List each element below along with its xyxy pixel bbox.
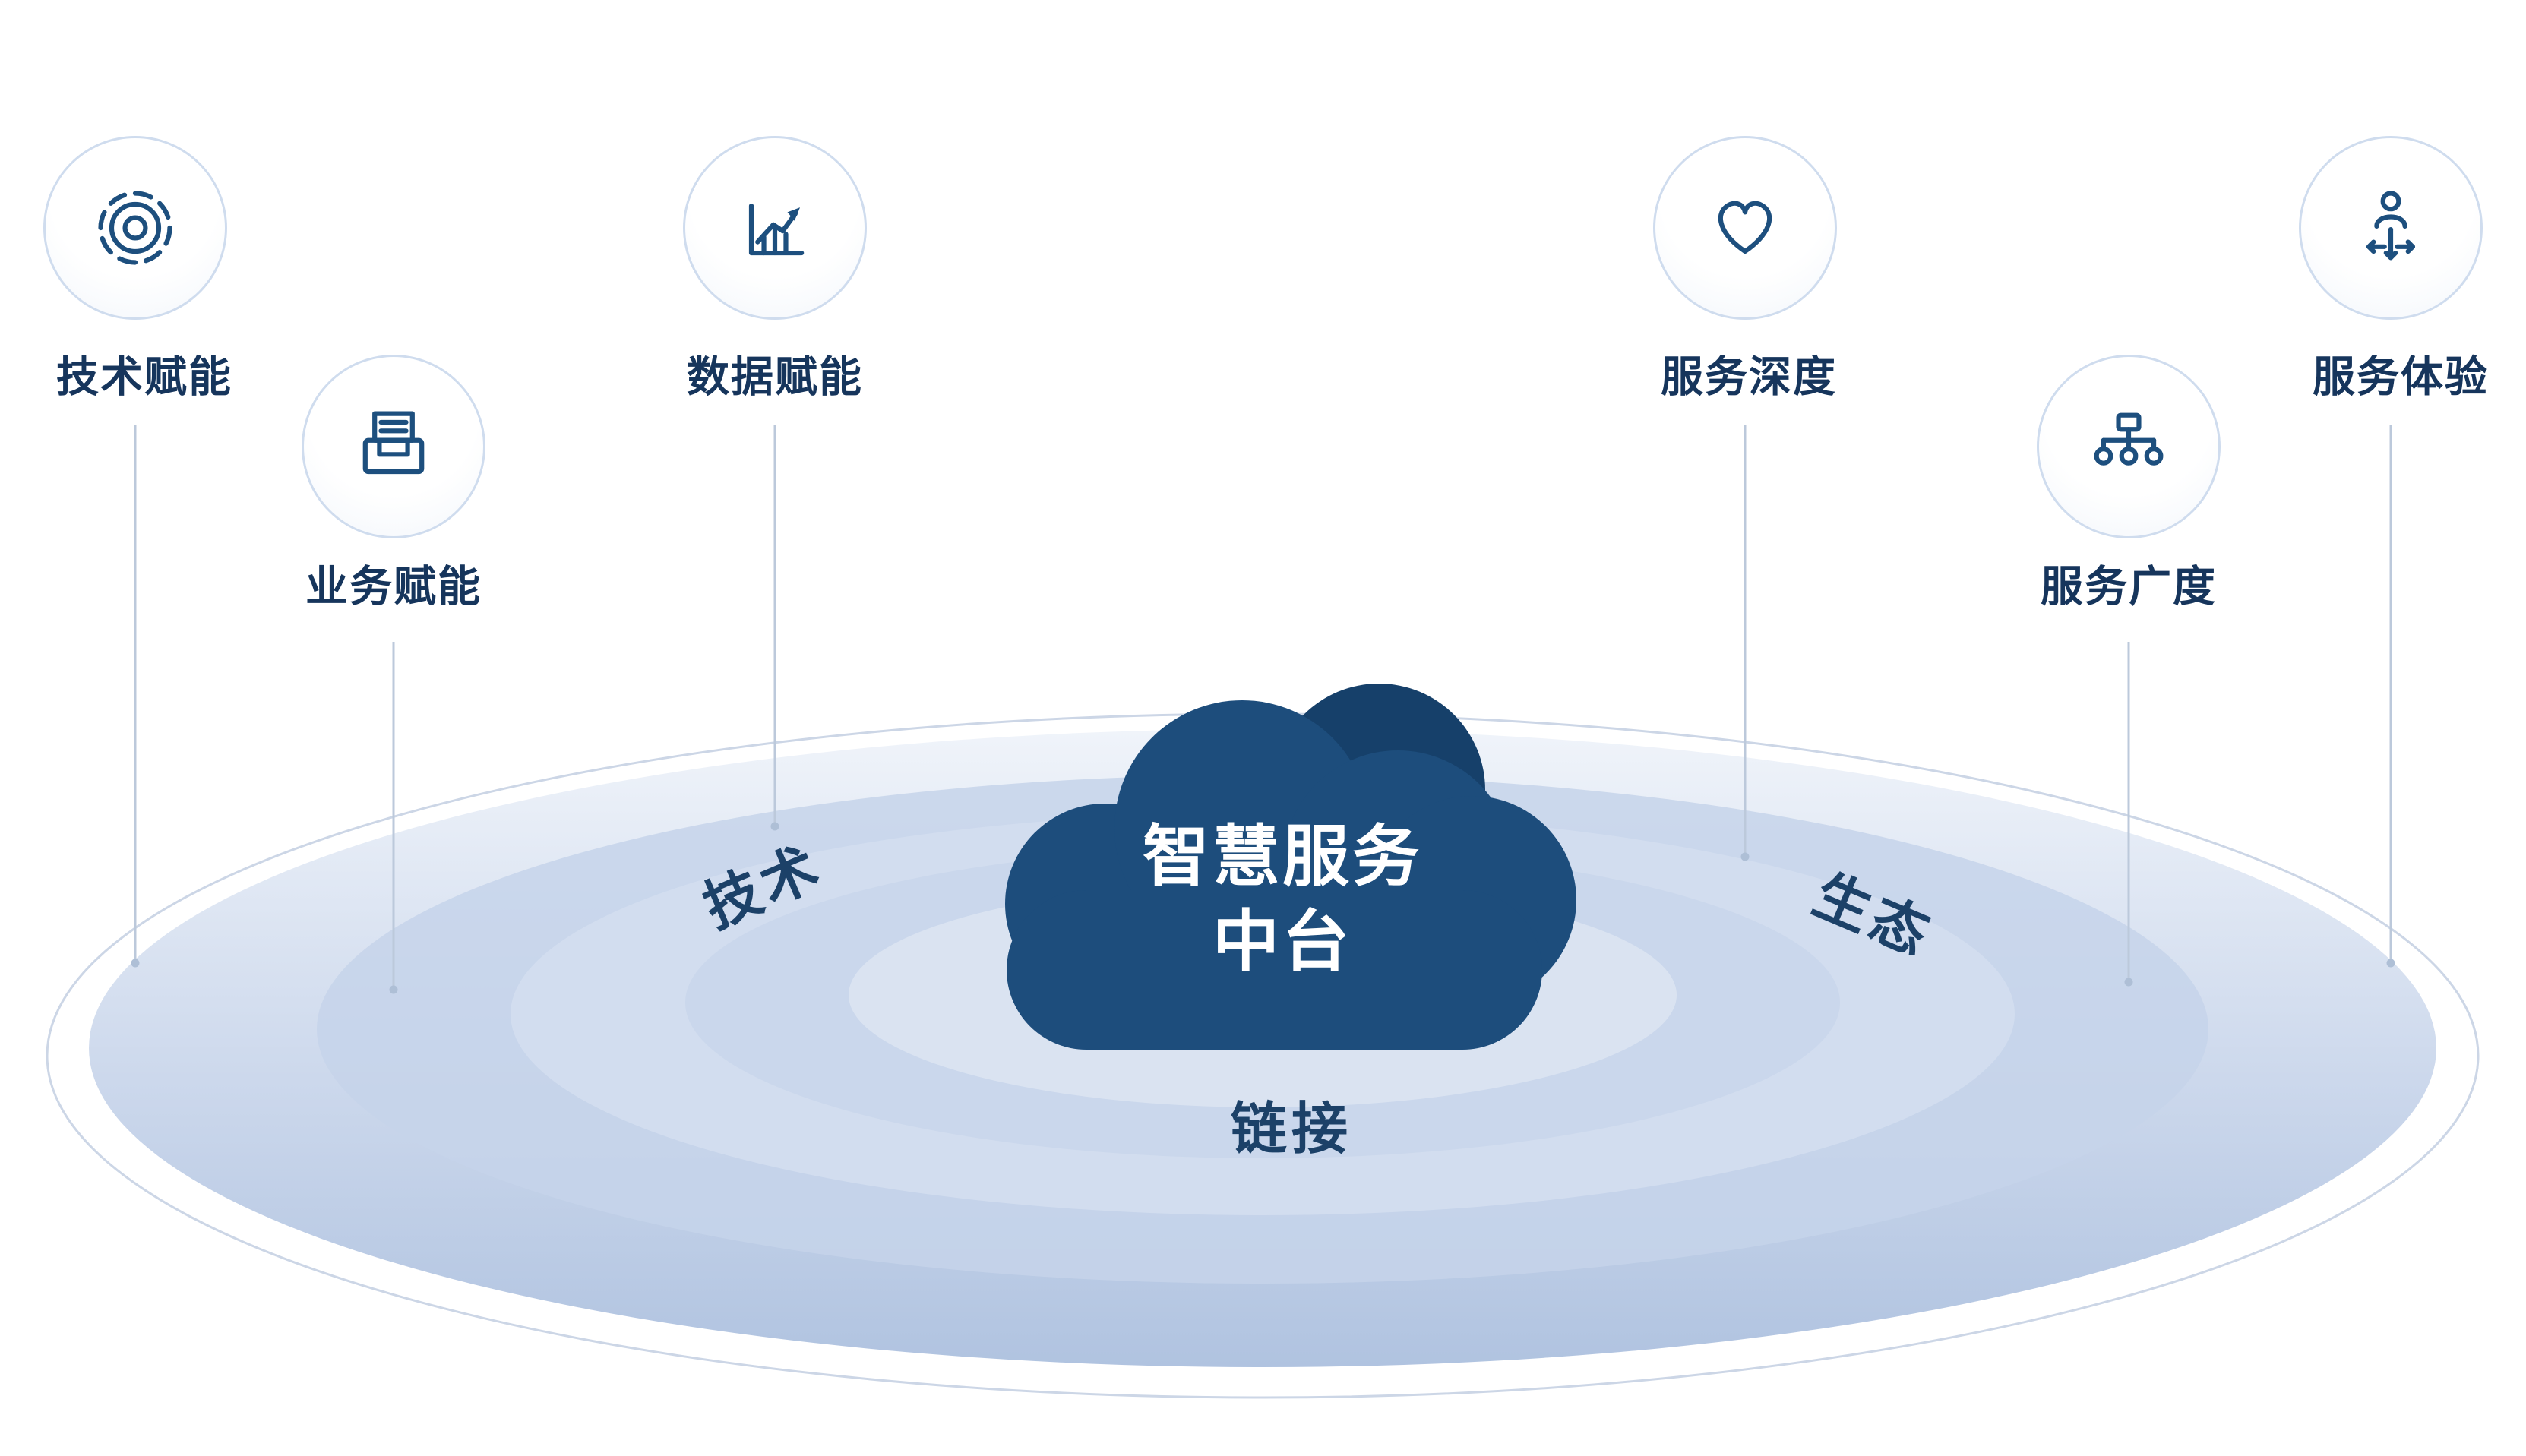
node-label-data-empower: 数据赋能 (687, 352, 863, 403)
connector-dot-service-breadth (2124, 978, 2133, 987)
printer-icon (362, 411, 425, 475)
node-circle-business-empower (302, 355, 485, 538)
chart-growth-icon (748, 203, 805, 256)
connector-dot-business-empower (389, 985, 398, 994)
connector-dot-service-experience (2386, 959, 2395, 968)
node-label-business-empower: 业务赋能 (305, 562, 482, 612)
gear-icon (98, 191, 172, 265)
cloud-title-line2: 中台 (1212, 902, 1353, 981)
connector-tech-empower (134, 425, 137, 961)
connector-service-experience (2389, 425, 2392, 961)
node-label-service-experience: 服务体验 (2313, 352, 2489, 403)
connector-dot-service-depth (1740, 852, 1750, 861)
cloud-title: 智慧服务 中台 (1143, 814, 1422, 984)
heart-icon (1718, 201, 1772, 254)
node-label-tech-empower: 技术赋能 (56, 352, 232, 403)
connector-data-empower (773, 425, 776, 824)
sitemap-icon (2094, 412, 2164, 466)
node-circle-service-depth (1653, 136, 1837, 320)
connector-dot-data-empower (770, 822, 779, 831)
node-label-service-breadth: 服务广度 (2041, 562, 2217, 612)
cloud-title-line1: 智慧服务 (1142, 817, 1423, 895)
connector-service-breadth (2127, 642, 2130, 980)
node-label-service-depth: 服务深度 (1661, 352, 1837, 403)
connector-service-depth (1744, 425, 1747, 854)
connector-dot-tech-empower (131, 959, 140, 968)
node-circle-tech-empower (43, 136, 227, 320)
connector-business-empower (392, 642, 395, 987)
person-directions-icon (2366, 191, 2416, 261)
ring-label-link: 链接 (1231, 1096, 1352, 1162)
